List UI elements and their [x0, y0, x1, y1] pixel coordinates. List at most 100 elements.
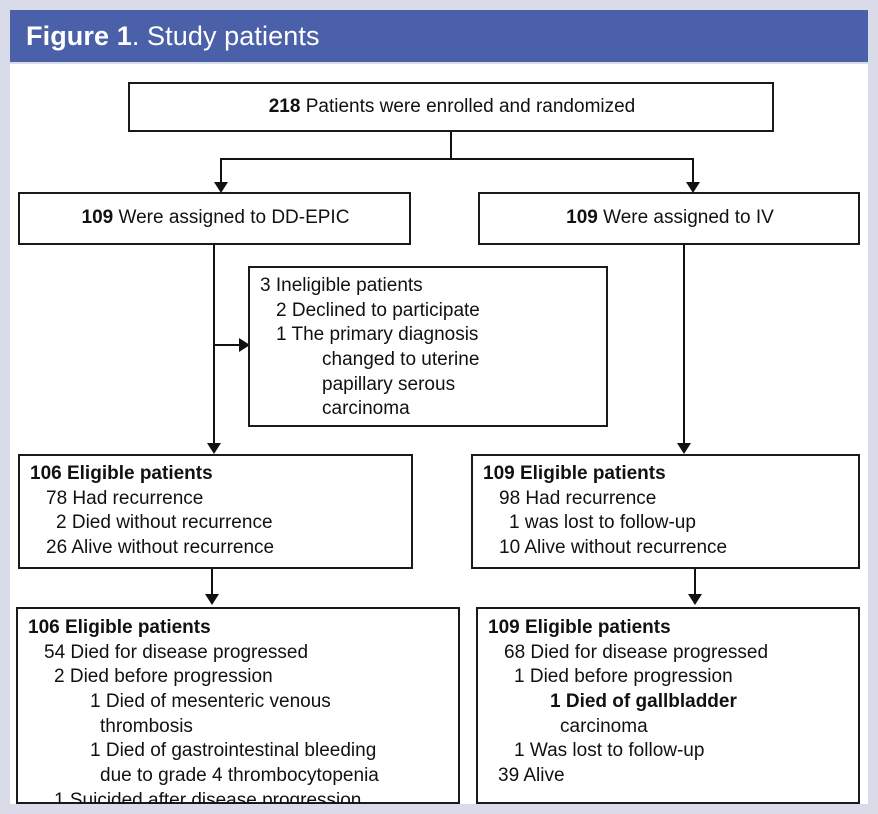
node-eligible-right-bottom-count: 68	[504, 641, 526, 663]
node-eligible-left-bottom-line: 54 Died for disease progressed	[28, 641, 450, 666]
node-eligible-left-bottom: 106 Eligible patients 54 Died for diseas…	[16, 607, 460, 804]
node-eligible-right-bottom-count: 1	[550, 691, 561, 713]
node-eligible-right-bottom-text: Died for disease progressed	[525, 641, 769, 663]
node-eligible-left-mid-text: Eligible patients	[61, 463, 213, 484]
node-eligible-left-bottom-text: Died of gastrointestinal bleeding	[100, 740, 377, 762]
node-assigned-iv-label: Were assigned to IV	[597, 207, 774, 229]
arrow-left-mid-to-bottom	[205, 594, 219, 605]
connector-to-ddepic	[220, 158, 222, 184]
node-ineligible-line: 1 The primary diagnosis	[260, 323, 598, 348]
node-assigned-ddepic-text: 109 Were assigned to DD-EPIC	[82, 206, 350, 231]
node-eligible-right-bottom-text: Died before progression	[524, 666, 733, 688]
arrow-to-iv	[686, 182, 700, 193]
connector-left-mid-to-bottom	[211, 569, 213, 598]
node-eligible-right-bottom-text: Was lost to follow-up	[524, 740, 705, 762]
node-eligible-right-bottom-count: 109	[488, 617, 520, 638]
figure-title: Study patients	[147, 20, 320, 51]
node-eligible-left-bottom-count: 1	[54, 789, 65, 804]
node-eligible-left-bottom-text: Suicided after disease progression	[64, 789, 362, 804]
arrow-iv-to-eligible	[677, 443, 691, 454]
node-eligible-left-bottom-line: thrombosis	[28, 715, 450, 740]
node-eligible-left-bottom-text: due to grade 4 thrombocytopenia	[100, 765, 379, 787]
node-eligible-right-mid-line: 109 Eligible patients	[483, 462, 850, 487]
node-eligible-right-bottom-count: 39	[498, 765, 520, 787]
node-eligible-right-bottom-count: 1	[514, 666, 525, 688]
figure-separator: .	[131, 20, 148, 51]
node-eligible-right-mid-text: Had recurrence	[520, 487, 657, 509]
connector-iv-stem	[683, 245, 685, 447]
node-ineligible-text: The primary diagnosis	[286, 324, 479, 346]
node-ineligible-text: papillary serous	[322, 373, 456, 395]
node-assigned-iv-count: 109	[566, 207, 598, 229]
node-eligible-right-bottom-line: 39 Alive	[488, 764, 850, 789]
node-eligible-right-bottom-line: 1 Died before progression	[488, 665, 850, 690]
node-eligible-left-mid-count: 2	[56, 512, 67, 534]
node-eligible-left-mid-line: 2 Died without recurrence	[30, 511, 403, 536]
node-eligible-right-bottom-line: carcinoma	[488, 715, 850, 740]
node-eligible-left-bottom-count: 2	[54, 666, 65, 688]
node-eligible-right-bottom-text: Eligible patients	[519, 617, 671, 638]
node-ineligible-line: 2 Declined to participate	[260, 299, 598, 324]
node-eligible-right-mid-line: 1 was lost to follow-up	[483, 511, 850, 536]
node-ineligible-count: 3	[260, 275, 271, 296]
node-eligible-right-mid: 109 Eligible patients 98 Had recurrence …	[471, 454, 860, 569]
node-eligible-left-mid-line: 106 Eligible patients	[30, 462, 403, 487]
figure-label: Figure 1	[26, 20, 132, 51]
node-eligible-right-bottom-line: 1 Was lost to follow-up	[488, 739, 850, 764]
node-eligible-left-bottom-line: due to grade 4 thrombocytopenia	[28, 764, 450, 789]
node-eligible-right-mid-text: Eligible patients	[514, 463, 666, 484]
node-eligible-right-mid-text: Alive without recurrence	[520, 537, 728, 559]
node-eligible-left-mid-count: 78	[46, 487, 68, 509]
node-eligible-left-mid-line: 78 Had recurrence	[30, 487, 403, 512]
node-eligible-left-bottom-text: Eligible patients	[59, 617, 211, 638]
flowchart-canvas: 218 Patients were enrolled and randomize…	[10, 64, 868, 804]
node-ineligible-text: carcinoma	[322, 398, 410, 420]
connector-split-horizontal	[220, 158, 693, 160]
node-ineligible-text: Ineligible patients	[270, 275, 423, 296]
node-eligible-left-bottom-line: 1 Died of gastrointestinal bleeding	[28, 739, 450, 764]
arrow-to-ineligible	[239, 338, 250, 352]
node-eligible-right-mid-count: 98	[499, 487, 521, 509]
node-eligible-left-bottom-count: 106	[28, 617, 60, 638]
connector-right-mid-to-bottom	[694, 569, 696, 598]
node-eligible-right-bottom-text: Died of gallbladder	[560, 691, 737, 713]
node-eligible-left-bottom-count: 1	[90, 691, 101, 713]
node-ineligible-line: carcinoma	[260, 397, 598, 422]
node-ineligible: 3 Ineligible patients 2 Declined to part…	[248, 266, 608, 427]
node-assigned-ddepic-label: Were assigned to DD-EPIC	[113, 207, 350, 229]
node-eligible-right-bottom-text: carcinoma	[560, 715, 648, 737]
node-eligible-left-mid-text: Had recurrence	[67, 487, 204, 509]
node-eligible-right-bottom-count: 1	[514, 740, 525, 762]
connector-to-iv	[692, 158, 694, 184]
node-eligible-left-bottom-count: 54	[44, 641, 66, 663]
node-assigned-ddepic: 109 Were assigned to DD-EPIC	[18, 192, 411, 245]
node-eligible-left-mid-text: Alive without recurrence	[67, 537, 275, 559]
node-ineligible-text: changed to uterine	[322, 349, 480, 371]
node-ineligible-line: changed to uterine	[260, 348, 598, 373]
node-eligible-right-bottom-line: 68 Died for disease progressed	[488, 641, 850, 666]
node-eligible-right-mid-text: was lost to follow-up	[519, 512, 696, 534]
node-eligible-left-mid-line: 26 Alive without recurrence	[30, 536, 403, 561]
node-eligible-left-mid-text: Died without recurrence	[66, 512, 273, 534]
node-assigned-ddepic-count: 109	[81, 207, 114, 229]
node-enrolled: 218 Patients were enrolled and randomize…	[128, 82, 774, 132]
figure-caption: Figure 1. Study patients	[26, 21, 320, 52]
node-assigned-iv: 109 Were assigned to IV	[478, 192, 860, 245]
node-enrolled-text: 218 Patients were enrolled and randomize…	[269, 95, 636, 120]
node-eligible-right-mid-count: 10	[499, 537, 521, 559]
node-assigned-iv-text: 109 Were assigned to IV	[566, 206, 774, 231]
node-eligible-left-mid-count: 106	[30, 463, 62, 484]
connector-enrolled-stem	[450, 132, 452, 160]
arrow-right-mid-to-bottom	[688, 594, 702, 605]
node-ineligible-line: papillary serous	[260, 373, 598, 398]
node-ineligible-text: Declined to participate	[286, 299, 480, 321]
node-eligible-left-bottom-line: 106 Eligible patients	[28, 616, 450, 641]
node-enrolled-count: 218	[268, 95, 301, 117]
node-eligible-left-bottom-line: 1 Suicided after disease progression	[28, 789, 450, 804]
node-eligible-right-bottom-line: 109 Eligible patients	[488, 616, 850, 641]
node-eligible-right-mid-count: 1	[509, 512, 520, 534]
node-ineligible-count: 2	[276, 299, 287, 321]
node-eligible-left-bottom-text: Died of mesenteric venous	[100, 691, 331, 713]
node-eligible-left-bottom-count: 1	[90, 740, 101, 762]
figure-header-bar: Figure 1. Study patients	[10, 10, 868, 62]
